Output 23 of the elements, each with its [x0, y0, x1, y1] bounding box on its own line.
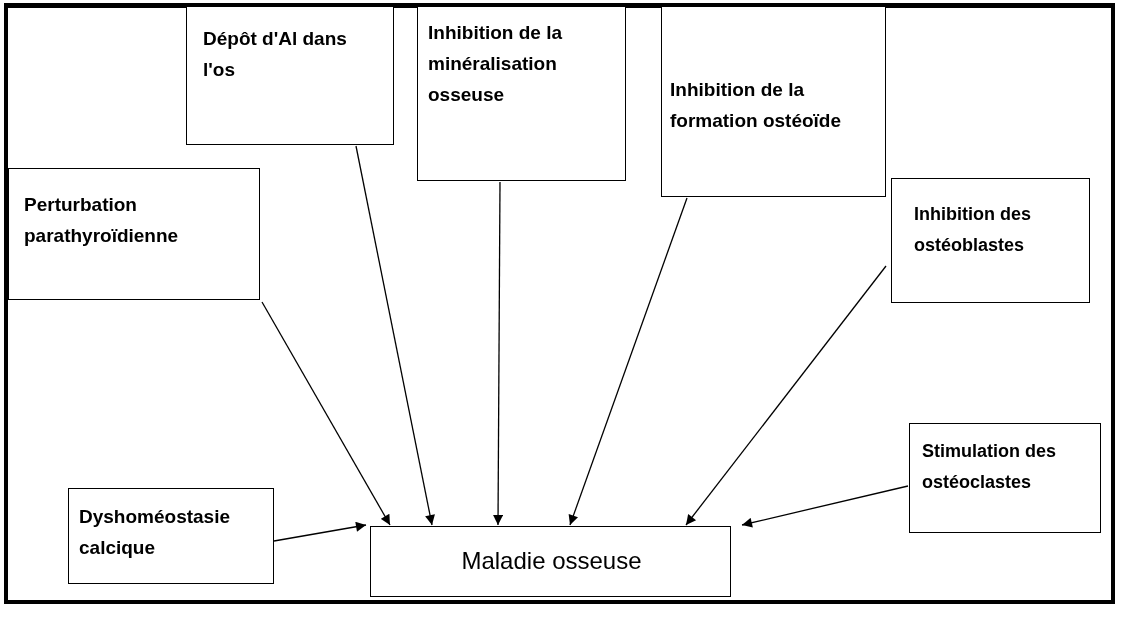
process-box — [370, 526, 731, 597]
process-box — [186, 6, 394, 145]
arrow — [685, 265, 887, 526]
process-box — [891, 178, 1090, 303]
arrow — [261, 301, 391, 526]
box-label: Stimulation des ostéoclastes — [922, 440, 1057, 494]
box-label: Dépôt d'Al dans l'os — [203, 27, 348, 82]
arrow — [568, 197, 688, 526]
box-label: Inhibition de la formation ostéoïde — [670, 78, 842, 133]
box-label: Perturbation parathyroïdienne — [24, 193, 180, 248]
arrow — [493, 181, 504, 526]
process-box — [909, 423, 1101, 533]
process-box — [68, 488, 274, 584]
box-label: Dyshoméostasie calcique — [79, 505, 231, 560]
arrow — [741, 485, 909, 528]
box-label: Inhibition de la minéralisation osseuse — [428, 21, 564, 107]
arrow — [355, 145, 435, 526]
box-label: Maladie osseuse — [460, 546, 643, 576]
process-box — [417, 6, 626, 181]
box-label: Inhibition des ostéoblastes — [914, 203, 1032, 257]
process-box — [8, 168, 260, 300]
process-box — [661, 6, 886, 197]
arrow — [273, 521, 367, 542]
